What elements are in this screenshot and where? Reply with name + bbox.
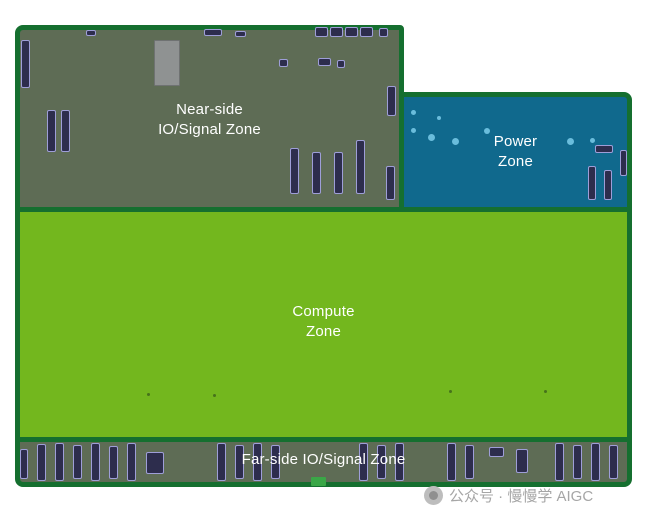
zone-power-label-line2: Zone — [498, 153, 533, 170]
zone-power: Power Zone — [399, 92, 632, 212]
zone-far-side-label: Far-side IO/Signal Zone — [241, 451, 406, 468]
watermark-logo-icon — [424, 486, 443, 505]
zone-near-side-io-signal: Near-side IO/Signal Zone — [15, 25, 404, 212]
zone-near-side-label-line2: IO/Signal Zone — [158, 121, 261, 138]
zone-near-side-label-line1: Near-side — [176, 101, 243, 118]
watermark: 公众号 · 慢慢学 AIGC — [424, 485, 593, 506]
zone-power-label: Power Zone — [404, 132, 627, 172]
zone-compute: Compute Zone — [15, 207, 632, 442]
zone-compute-label: Compute Zone — [20, 302, 627, 342]
zone-near-side-label: Near-side IO/Signal Zone — [20, 100, 399, 140]
zone-power-label-line1: Power — [493, 133, 538, 150]
zone-compute-label-line1: Compute — [292, 303, 355, 320]
watermark-text: 公众号 · 慢慢学 AIGC — [449, 488, 594, 505]
zone-compute-label-line2: Zone — [306, 323, 341, 340]
zone-far-side-io-signal: Far-side IO/Signal Zone — [15, 437, 632, 487]
